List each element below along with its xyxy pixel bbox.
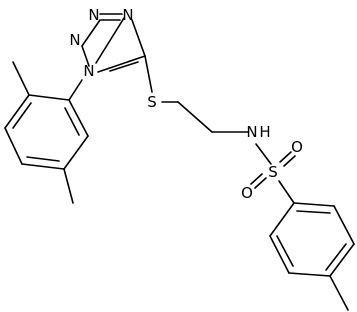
methyl-tolyl: [329, 275, 349, 311]
ring2-bond-1-inner: [296, 210, 331, 214]
bond-s-o-right-a: [279, 151, 292, 163]
ring1-bond-4: [21, 163, 65, 170]
sulfonamide-group: [250, 143, 296, 204]
ring1-bond-4-inner: [26, 156, 60, 162]
thioether-chain: [144, 55, 249, 133]
ring1-bond-5: [63, 135, 89, 170]
bond-c5-n1: [97, 55, 146, 73]
ring2-bond-5-inner: [276, 235, 294, 267]
bond-s-o-left-b: [254, 177, 267, 189]
atom-tetrazole-n3: N: [88, 6, 99, 24]
ring2-bond-4: [288, 272, 331, 277]
ring2-bond-6: [269, 202, 295, 237]
atom-labels: N N N N S N H S O O: [69, 6, 303, 202]
bond-n1-ring: [68, 79, 83, 101]
atom-amine-n: N: [246, 123, 257, 141]
bond-c5-s: [144, 55, 153, 93]
bond-n1-n2-top: [81, 19, 101, 47]
methyl-top: [12, 61, 30, 96]
atom-tetrazole-n4: N: [122, 6, 133, 24]
ring1-bond-1: [28, 94, 70, 101]
bond-nh-s: [255, 143, 272, 165]
atom-amine-h: H: [259, 123, 270, 141]
dimethylphenyl-ring: [4, 61, 89, 204]
ring2-bond-3-inner: [325, 243, 347, 271]
bond-s-o-right-b: [283, 155, 296, 167]
ring2-bond-1: [293, 202, 335, 207]
atom-sulfonyl-o-left: O: [241, 184, 253, 202]
tolyl-ring: [269, 202, 355, 311]
atom-sulfonyl-o-right: O: [291, 138, 303, 156]
atom-tetrazole-n2: N: [69, 31, 80, 49]
bond-ch2a-ch2b: [177, 101, 213, 133]
ring2-bond-3: [329, 243, 355, 277]
bond-c5-n1-inner: [109, 61, 139, 72]
ring1-bond-3: [4, 127, 23, 165]
ring1-bond-6: [68, 99, 89, 137]
atom-tetrazole-n1: N: [83, 62, 94, 80]
ring1-bond-2: [4, 94, 30, 129]
methyl-bottom: [63, 168, 74, 204]
tetrazole-ring: [81, 13, 146, 73]
ring1-bond-2-inner: [12, 102, 32, 129]
atom-sulfonyl-s: S: [268, 163, 278, 181]
bond-n4-c5: [131, 19, 146, 57]
atom-thioether-s: S: [147, 93, 157, 111]
bond-s-o-left-a: [250, 173, 263, 185]
bond-s-tolyl: [278, 180, 295, 204]
bond-n1-n2: [81, 45, 90, 67]
bond-n2-n3: [95, 17, 125, 64]
ring1-bond-6-inner: [64, 107, 80, 136]
ring2-bond-5: [269, 235, 290, 274]
ring2-bond-2: [333, 205, 355, 245]
